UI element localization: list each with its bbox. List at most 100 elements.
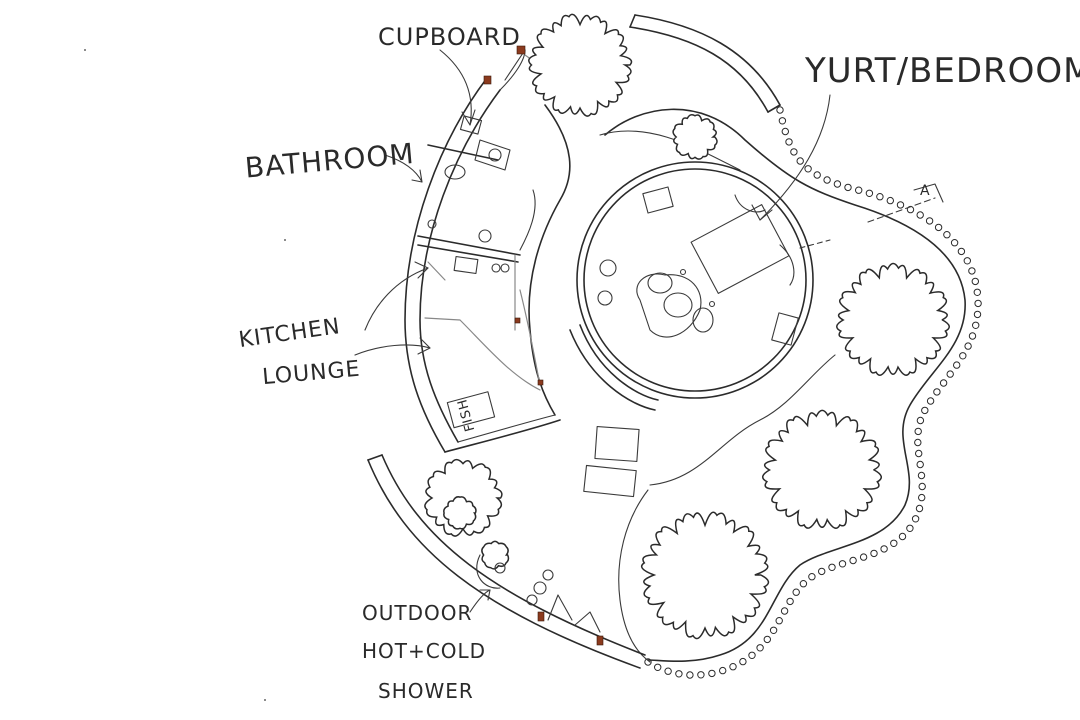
pebble (972, 321, 980, 329)
pebble (865, 189, 874, 198)
pebble (914, 438, 922, 447)
shower-label-line3: SHOWER (378, 679, 474, 703)
pebble (933, 388, 941, 396)
pebble (763, 635, 771, 644)
pebble (697, 671, 705, 679)
pebble (799, 580, 808, 588)
pebble (950, 239, 959, 247)
pebble (886, 196, 894, 205)
pebble (708, 669, 716, 678)
pebble (849, 556, 857, 565)
pebble (823, 176, 831, 184)
pebble (828, 563, 836, 571)
pebble (776, 106, 784, 114)
pebble (896, 201, 905, 209)
pebble (953, 361, 961, 369)
pebble (968, 332, 977, 340)
pebble (838, 560, 847, 568)
trees (424, 13, 950, 640)
sun-loungers (583, 426, 640, 498)
inner-path-edge-lower (649, 354, 836, 486)
shrub-north-icon (672, 114, 718, 160)
pebble (790, 148, 798, 156)
pebble (974, 299, 982, 308)
leader-lines (354, 49, 831, 613)
section-marker: A (799, 183, 944, 249)
pebble (898, 532, 907, 541)
pebble (870, 549, 878, 558)
pebble (911, 515, 920, 523)
tree-south-icon (640, 511, 770, 640)
pebble (818, 567, 826, 576)
yurt-bedroom-label: YURT/BEDROOM (804, 51, 1080, 91)
shrub-shower-icon (481, 540, 510, 570)
pebble (729, 663, 737, 671)
pebble (769, 626, 778, 634)
shower-label-line1: OUTDOOR (362, 601, 472, 625)
pebble (785, 138, 793, 146)
cupboard-label: CUPBOARD (378, 23, 521, 51)
pebble (780, 607, 789, 615)
pebble (934, 223, 943, 232)
kitchen-label: KITCHEN (237, 314, 342, 353)
pebble (778, 117, 787, 125)
tree-north-icon (528, 13, 633, 117)
pebble (973, 288, 981, 296)
lounge-label: LOUNGE (261, 357, 361, 390)
pebble (925, 217, 934, 225)
pebble (946, 370, 954, 378)
shower-label-line2: HOT+COLD (362, 639, 486, 663)
bathroom-label: BATHROOM (244, 137, 416, 185)
tree-southeast-icon (762, 409, 882, 529)
tree-shower-trunk-icon (443, 496, 477, 530)
pebble (915, 449, 923, 458)
pebble (719, 666, 727, 675)
pebble (808, 573, 816, 581)
pebble (775, 617, 783, 625)
pebble (675, 670, 683, 678)
pebble (792, 588, 800, 596)
pebble (943, 231, 951, 239)
pebble (957, 247, 966, 256)
pebble (914, 427, 922, 436)
pebble (918, 493, 926, 502)
pebble (876, 193, 884, 201)
yurt (569, 161, 814, 411)
north-wall (634, 14, 781, 106)
pebble (786, 597, 794, 606)
fish-tank-label: FISH (455, 397, 478, 433)
section-marker-label: A (920, 183, 931, 199)
pebble (739, 657, 747, 666)
pebble (833, 180, 842, 188)
pebble (844, 183, 852, 192)
pebble (748, 651, 756, 659)
pebble (796, 157, 804, 165)
pebble (880, 545, 888, 553)
garden-boundary (604, 108, 966, 663)
pebble (968, 267, 976, 275)
pebble (926, 397, 935, 405)
pebble (890, 539, 898, 547)
pebble (917, 471, 926, 480)
pebble (664, 667, 672, 675)
pebble (916, 211, 924, 219)
pebble (921, 406, 929, 415)
path-edge-south (618, 489, 651, 663)
pebble (654, 663, 662, 671)
pebble (963, 257, 971, 265)
pebble (964, 342, 972, 350)
pebble (686, 671, 694, 679)
pebble (855, 186, 863, 194)
pebble (859, 553, 868, 561)
pebble (971, 277, 979, 286)
pebble (916, 416, 925, 425)
shower-wall (367, 454, 646, 669)
tree-east-icon (836, 262, 950, 376)
pebble (781, 127, 789, 136)
pebble (756, 644, 764, 652)
pebble-border (644, 106, 982, 679)
main-building: FISH (404, 45, 571, 453)
pebble (973, 310, 982, 319)
pebble (916, 460, 924, 469)
